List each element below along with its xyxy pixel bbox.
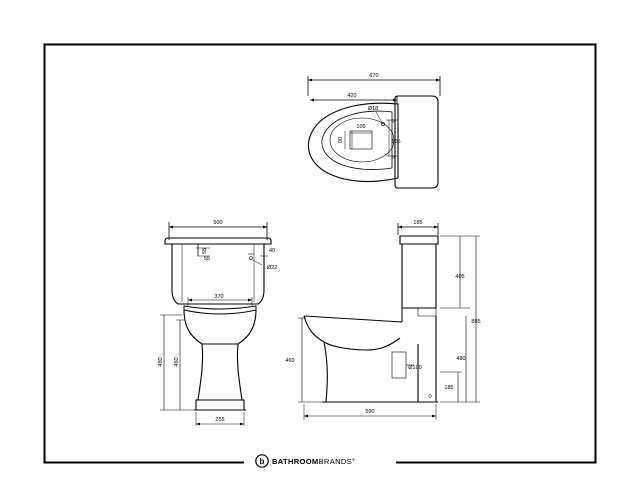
side-cistern-depth-label: 185 bbox=[413, 220, 422, 226]
front-pan-height-outer-label: 480 bbox=[158, 357, 164, 366]
brand-logo: b BATHROOMBRANDS® bbox=[255, 454, 355, 468]
plan-outlet-diameter-label: Ø18 bbox=[368, 106, 378, 112]
brand-logo-icon bbox=[255, 454, 269, 468]
brand-registered-mark: ® bbox=[352, 457, 355, 462]
plan-bowl-length-label: 420 bbox=[347, 93, 356, 99]
side-cistern-height-label: 405 bbox=[455, 274, 464, 280]
front-cistern-width-label: 500 bbox=[213, 220, 222, 226]
brand-logo-letter: b bbox=[260, 457, 265, 466]
front-inlet-diameter-label: Ø22 bbox=[267, 265, 277, 271]
side-outlet-height-label: 185 bbox=[444, 385, 453, 391]
side-rim-height-label: 460 bbox=[285, 358, 294, 364]
side-pan-height-label: 480 bbox=[456, 356, 465, 362]
plan-rear-offset-label: 155 bbox=[391, 139, 400, 145]
side-projection-label: 590 bbox=[365, 409, 374, 415]
front-pan-width-label: 370 bbox=[214, 294, 223, 300]
front-view bbox=[160, 222, 272, 426]
drawing-frame bbox=[43, 43, 597, 464]
front-pan-height-inner-label: 460 bbox=[174, 357, 180, 366]
front-inlet-height-label: 40 bbox=[269, 248, 275, 254]
plan-fixing-width-label: 105 bbox=[356, 124, 365, 130]
brand-plate bbox=[244, 450, 396, 472]
svg-text:BATHROOMBRANDS®: BATHROOMBRANDS® bbox=[272, 457, 355, 466]
plan-overall-width-label: 670 bbox=[369, 73, 378, 79]
side-view bbox=[298, 223, 480, 420]
front-flush-offset-label: 55 bbox=[202, 248, 208, 254]
side-overall-height-label: 885 bbox=[471, 319, 480, 325]
side-outlet-diameter-label: Ø100 bbox=[408, 365, 421, 371]
brand-name-light: BRANDS bbox=[319, 457, 352, 466]
front-flush-top-label: 55 bbox=[204, 256, 210, 262]
plan-view bbox=[307, 76, 441, 189]
front-pedestal-width-label: 255 bbox=[215, 417, 224, 423]
plan-fixing-depth-label: 90 bbox=[338, 137, 344, 143]
brand-name-bold: BATHROOM bbox=[272, 457, 319, 466]
